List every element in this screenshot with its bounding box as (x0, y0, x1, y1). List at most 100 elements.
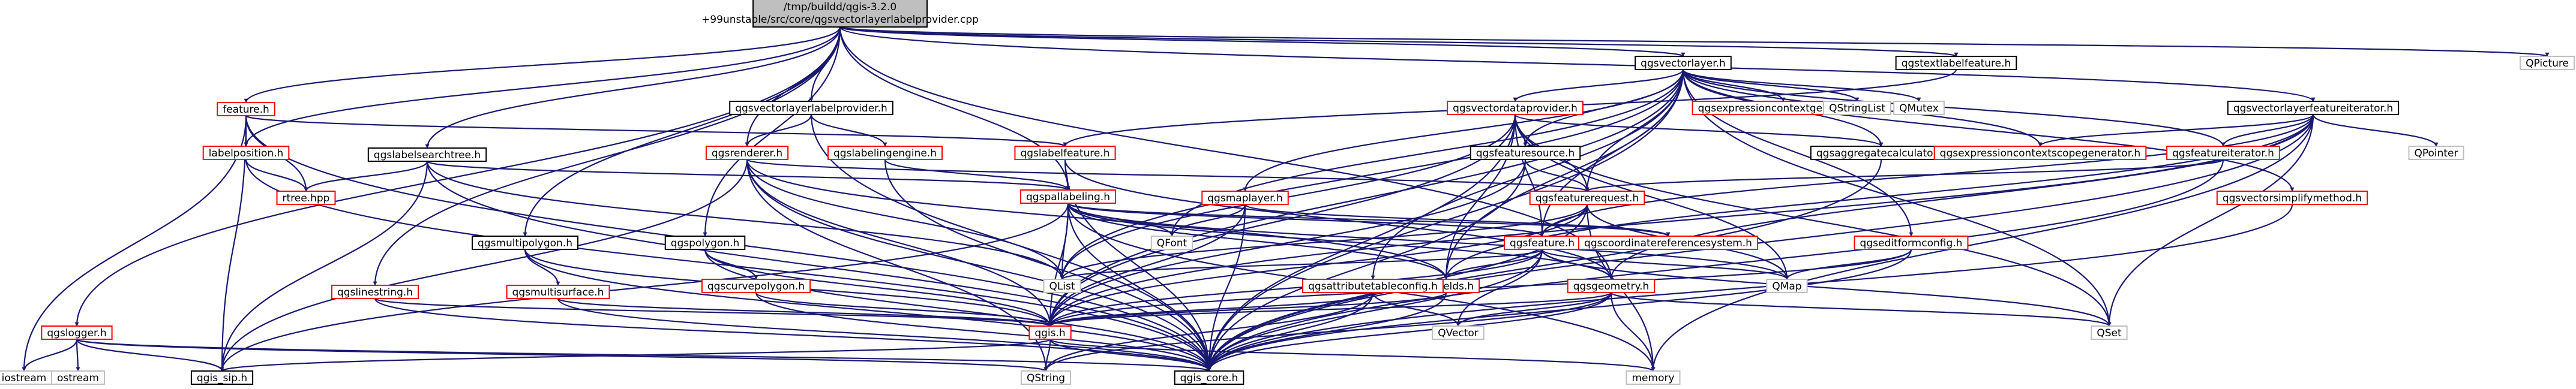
node-labelposition[interactable]: labelposition.h (202, 146, 290, 160)
edge-qgslabelsearchtree-to-qgis-sip (220, 161, 428, 372)
edge-feature-to-iostream (22, 115, 247, 372)
node-qgslogger[interactable]: qgslogger.h (41, 325, 113, 340)
node-qgis-sip[interactable]: qgis_sip.h (190, 370, 254, 385)
node-qmap[interactable]: QMap (1766, 279, 1808, 293)
node-qgsexpressioncontextscopegenerator[interactable]: qgsexpressioncontextscopegenerator.h (1933, 146, 2147, 160)
node-qgsmultipolygon[interactable]: qgsmultipolygon.h (471, 236, 579, 250)
edge-qgslogger-to-ostream (76, 339, 80, 372)
edge-qgsrenderer-to-qgis-core (746, 159, 1211, 372)
node-qgslabelsearchtree[interactable]: qgslabelsearchtree.h (367, 147, 487, 162)
edge-qgslogger-to-iostream (22, 339, 78, 372)
node-label: qgsmaplayer.h (1207, 192, 1282, 204)
node-qgsfeaturesource[interactable]: qgsfeaturesource.h (1470, 146, 1581, 160)
node-qgsvectordataprovider[interactable]: qgsvectordataprovider.h (1447, 101, 1584, 115)
edge-qgspolygon-to-qgis (704, 249, 1052, 327)
edge-feature-to-qgslabelfeature (245, 114, 1067, 147)
edge-qgsrenderer-to-qgsfeaturerequest (746, 158, 1590, 192)
node-qgsfeatureiterator[interactable]: qgsfeatureiterator.h (2166, 146, 2280, 160)
edge-qgsvectorlayer-to-qgis (1048, 69, 1684, 327)
node-label: qgis_sip.h (197, 372, 247, 384)
node-label: qgslabelfeature.h (1020, 147, 1109, 159)
node-rtree[interactable]: rtree.hpp (276, 191, 336, 205)
edge-qgsfeature-to-qgis (1048, 249, 1543, 327)
node-box (217, 102, 275, 116)
node-qgslabelfeature[interactable]: qgslabelfeature.h (1014, 146, 1116, 160)
node-box (1174, 370, 1244, 385)
node-qstring[interactable]: QString (1020, 370, 1072, 385)
node-box (1766, 279, 1808, 293)
node-box (1150, 236, 1193, 250)
node-qgslabelingengine[interactable]: qgslabelingengine.h (827, 146, 943, 160)
node-qgsvectorlayerfeatureiterator[interactable]: qgsvectorlayerfeatureiterator.h (2227, 101, 2400, 115)
node-qgspolygon[interactable]: qgspolygon.h (664, 236, 746, 250)
node-qgsgeometry[interactable]: qgsgeometry.h (1567, 279, 1656, 293)
node-qgslinestring[interactable]: qgslinestring.h (331, 285, 419, 299)
node-qfont[interactable]: QFont (1150, 236, 1193, 250)
node-box (202, 146, 290, 160)
node-qgsattributetableconfig[interactable]: qgsattributetableconfig.h (1302, 279, 1444, 293)
node-label: qgis.h (1034, 327, 1065, 339)
edge-qgsgeometry-to-qvector (1456, 292, 1612, 327)
edge-qgsvectordataprovider-to-qgsfields (1444, 114, 1516, 280)
node-qgsvectorsimplifymethod[interactable]: qgsvectorsimplifymethod.h (2216, 191, 2368, 205)
node-qgsrenderer[interactable]: qgsrenderer.h (705, 146, 789, 160)
node-label: QStringList (1829, 102, 1885, 114)
node-qgsaggregatecalculator[interactable]: qgsaggregatecalculator.h (1810, 146, 1953, 160)
node-qgseditformconfig[interactable]: qgseditformconfig.h (1854, 236, 1969, 250)
node-qgis-core[interactable]: qgis_core.h (1174, 370, 1244, 385)
edge-qgsvectorlayer-to-qgsfeaturesource (1523, 69, 1684, 147)
edge-root-to-qgslinestring (373, 26, 841, 286)
node-label: qgsvectordataprovider.h (1453, 102, 1578, 114)
edge-qgsfeature-to-qvector (1456, 249, 1543, 327)
node-qgstextlabelfeature[interactable]: qgstextlabelfeature.h (1895, 56, 2017, 70)
node-qgsfeature[interactable]: qgsfeature.h (1504, 236, 1581, 250)
edge-qgsgeometry-to-qstring (1043, 292, 1612, 372)
node-qgscurvepolygon[interactable]: qgscurvepolygon.h (701, 279, 811, 293)
edge-qgsattributetableconfig-to-qgis-core (1207, 292, 1374, 372)
edge-qgsvectorlayer-to-qgsfeatureiterator (1682, 69, 2226, 147)
edge-qgsfeature-to-qlist (1060, 248, 1543, 281)
node-iostream[interactable]: iostream (0, 370, 53, 385)
node-qgspallabeling[interactable]: qgspallabeling.h (1020, 189, 1116, 204)
node-ostream[interactable]: ostream (51, 370, 105, 385)
node-qgsmaplayer[interactable]: qgsmaplayer.h (1201, 191, 1289, 205)
node-feature[interactable]: feature.h (217, 102, 275, 116)
node-qgscoordinatereferencesystem[interactable]: qgscoordinatereferencesystem.h (1578, 236, 1758, 250)
node-qpicture[interactable]: QPicture (2520, 56, 2575, 70)
node-qvector[interactable]: QVector (1432, 325, 1485, 340)
node-qstringlist[interactable]: QStringList (1823, 101, 1891, 115)
node-label: qgsfeaturesource.h (1476, 147, 1575, 159)
edge-qgsvectorlayerfeatureiterator-to-qgsgeometry (1609, 114, 2314, 280)
node-qgis[interactable]: qgis.h (1028, 325, 1072, 340)
node-qset[interactable]: QSet (2091, 325, 2128, 340)
node-label: QMutex (1899, 102, 1939, 114)
edge-qgscurvepolygon-to-qgis-core (755, 292, 1211, 372)
node-qmutex[interactable]: QMutex (1893, 101, 1945, 115)
edge-qgsfeature-to-qset (1541, 249, 2112, 327)
edge-qgsattributetableconfig-to-qvector (1372, 292, 1461, 327)
node-root[interactable]: /tmp/buildd/qgis-3.2.0+99unstable/src/co… (701, 0, 979, 28)
node-box (1447, 101, 1584, 115)
node-memory[interactable]: memory (1626, 370, 1681, 385)
node-label: qgslabelsearchtree.h (374, 149, 481, 161)
node-box (1201, 191, 1289, 205)
node-qlist[interactable]: QList (1043, 279, 1081, 293)
node-qgsvectorlayerlabelprovider-h[interactable]: qgsvectorlayerlabelprovider.h (729, 101, 893, 115)
node-box (705, 146, 789, 160)
edge-root-to-feature (244, 26, 841, 103)
node-label: qgsaggregatecalculator.h (1816, 147, 1946, 159)
node-box (664, 236, 746, 250)
node-qgsmultisurface[interactable]: qgsmultisurface.h (506, 285, 610, 299)
edge-qgspallabeling-to-qgscoordinatereferencesystem (1067, 202, 1671, 237)
edge-qgseditformconfig-to-qgis-core (1207, 249, 1912, 372)
edge-qgis-to-qgis-sip (220, 338, 1051, 372)
node-label: qgsvectorlayer.h (1641, 58, 1726, 70)
node-label: iostream (2, 372, 47, 384)
node-qpointer[interactable]: QPointer (2408, 146, 2464, 160)
node-box (1895, 56, 2017, 70)
node-qgsfeaturerequest[interactable]: qgsfeaturerequest.h (1529, 191, 1645, 205)
edge-qgsmultisurface-to-qgis-core (557, 298, 1211, 372)
node-qgsvectorlayer[interactable]: qgsvectorlayer.h (1635, 56, 1732, 70)
node-label: labelposition.h (209, 147, 284, 159)
